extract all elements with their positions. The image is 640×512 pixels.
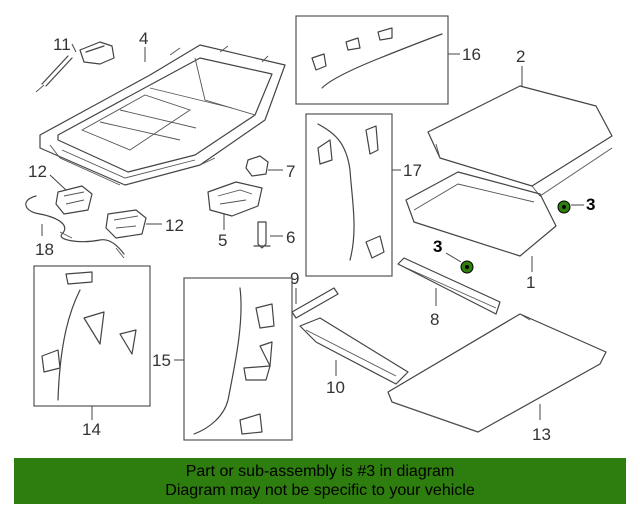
part-6-fastener [253,221,271,249]
part-18-wire-harness [25,195,125,259]
part-15-box [183,277,293,441]
callout-4: 4 [139,29,148,48]
part-12-upper-bracket [55,185,93,215]
banner-line-1: Part or sub-assembly is #3 in diagram [185,463,455,480]
callout-8: 8 [430,310,439,329]
callout-1: 1 [526,273,535,292]
part-4-sunroof-frame [39,44,286,186]
part-1-glass [405,171,557,257]
part-5-bracket [207,181,263,217]
callout-3b: 3 [433,237,442,256]
part-13-sunshade [387,313,607,433]
callout-12a: 12 [28,162,47,181]
callout-16: 16 [462,45,481,64]
part-15-drain-hose [193,287,275,435]
part-14-box [33,265,151,407]
part-10-front-rail [299,317,409,385]
part-9-strip [291,287,339,319]
callout-2: 2 [516,47,525,66]
part-17-box [305,113,393,277]
callout-5: 5 [218,231,227,250]
callout-18: 18 [35,240,54,259]
callout-14: 14 [82,420,101,439]
part-3-highlighted-grommet-left [460,260,474,274]
callout-11: 11 [53,35,71,54]
callout-10: 10 [326,378,345,397]
callout-13: 13 [532,425,551,444]
callout-9: 9 [290,269,299,288]
callout-15: 15 [152,351,171,370]
callout-17: 17 [403,161,422,180]
banner-line-2: Diagram may not be specific to your vehi… [165,482,475,499]
callout-7: 7 [286,162,295,181]
part-16-drain-tube [311,27,443,89]
part-14-cable-set [41,271,137,401]
part-12-lower-bracket [105,209,147,239]
part-3-highlighted-grommet-right [557,200,571,214]
callout-6: 6 [286,228,295,247]
part-7-clip [245,155,269,177]
part-11-drive-motor [35,41,115,93]
callout-12b: 12 [165,216,184,235]
part-16-box [295,15,449,105]
part-17-drain-hose [317,123,385,261]
part-2-glass-panel [427,85,613,197]
callout-3a: 3 [586,195,595,214]
info-banner: Part or sub-assembly is #3 in diagram Di… [14,458,626,504]
part-8-wind-deflector [397,257,501,315]
